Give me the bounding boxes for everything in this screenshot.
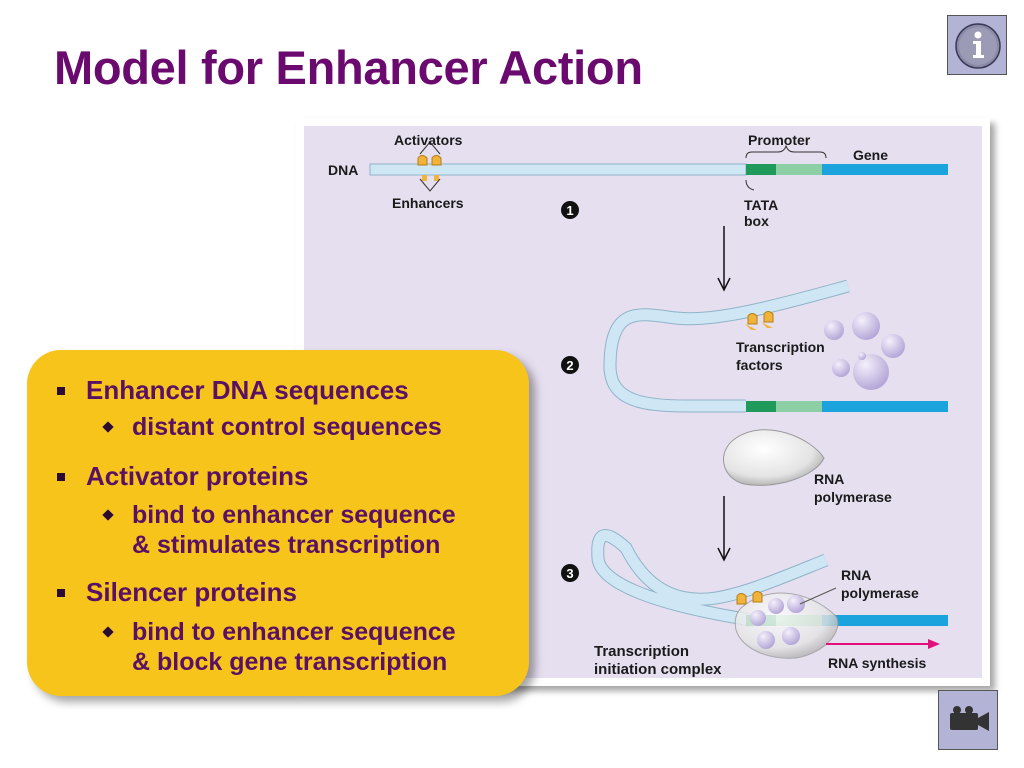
rnap3-label-line2: polymerase (841, 585, 919, 601)
video-button[interactable] (938, 690, 998, 750)
sub-bullet: bind to enhancer sequence (102, 617, 456, 647)
bullet-square-icon (57, 387, 65, 395)
step-1-number: 1 (566, 203, 573, 218)
tata-label-line2: box (744, 213, 769, 229)
sub-bullet-continued: & stimulates transcription (132, 530, 440, 560)
enhancers-label: Enhancers (392, 195, 464, 211)
sub-bullet-text-line1: bind to enhancer sequence (132, 618, 456, 646)
bullet-diamond-icon (102, 626, 114, 638)
info-icon (955, 23, 1001, 69)
slide-title: Model for Enhancer Action (54, 41, 643, 94)
tic-label-line1: Transcription (594, 643, 689, 660)
activators-label: Activators (394, 132, 463, 148)
bullet-diamond-icon (102, 509, 114, 521)
gene-label: Gene (853, 147, 888, 163)
rnap-label-line2: polymerase (814, 489, 892, 505)
rnap-label-line1: RNA (814, 471, 844, 487)
sub-bullet-text-line2: & block gene transcription (132, 648, 448, 676)
dna-loop-step2 (603, 279, 948, 413)
dna-label: DNA (328, 162, 358, 178)
activator-proteins (417, 155, 442, 181)
activators-step2 (745, 311, 774, 330)
rna-synthesis-label: RNA synthesis (828, 655, 927, 671)
activators-step3 (736, 591, 763, 605)
rnap3-label-line1: RNA (841, 567, 871, 583)
sub-bullet: distant control sequences (102, 412, 442, 442)
sub-bullet-text: distant control sequences (132, 413, 442, 441)
info-button[interactable] (947, 15, 1007, 75)
video-camera-icon (950, 706, 989, 731)
bullet-square-icon (57, 473, 65, 481)
bullet-text: Enhancer DNA sequences (86, 375, 409, 405)
sub-bullet-continued: & block gene transcription (132, 647, 447, 677)
step-3-marker: 3 (561, 564, 579, 582)
bullet-diamond-icon (102, 421, 114, 433)
dna-linear (369, 163, 948, 176)
transcription-factors (824, 312, 905, 390)
bullet-text: Silencer proteins (86, 577, 297, 607)
tf-label-line1: Transcription (736, 339, 825, 355)
promoter-label: Promoter (748, 132, 811, 148)
tf-label-line2: factors (736, 357, 783, 373)
complex-factors (750, 595, 805, 649)
step-2-number: 2 (566, 358, 573, 373)
tata-label-line1: TATA (744, 197, 778, 213)
tic-label-line2: initiation complex (594, 661, 722, 678)
step-2-marker: 2 (561, 356, 579, 374)
summary-callout: Enhancer DNA sequences distant control s… (27, 350, 529, 696)
step-3-number: 3 (566, 566, 573, 581)
bullet-text: Activator proteins (86, 461, 309, 491)
rna-polymerase (723, 429, 825, 486)
sub-bullet-text-line2: & stimulates transcription (132, 531, 441, 559)
sub-bullet: bind to enhancer sequence (102, 500, 456, 530)
sub-bullet-text-line1: bind to enhancer sequence (132, 501, 456, 529)
bullet-square-icon (57, 589, 65, 597)
step-1-marker: 1 (561, 201, 579, 219)
